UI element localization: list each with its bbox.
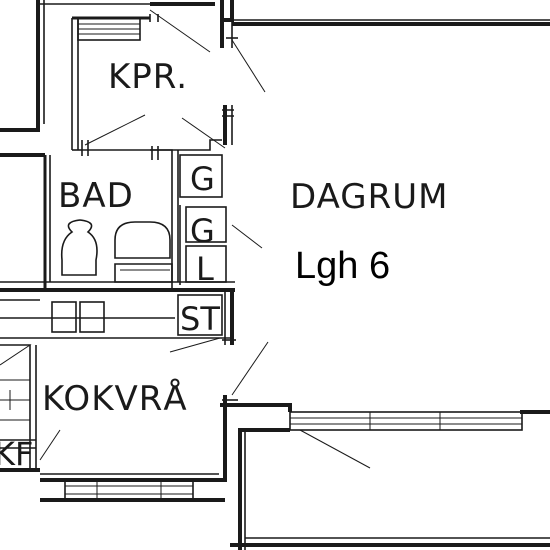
room-label-bathroom: BAD <box>58 176 134 216</box>
window-balcony <box>289 411 523 431</box>
room-label-kitchenette: KOKVRÅ <box>42 378 188 419</box>
room-label-living-room: DAGRUM <box>290 177 448 217</box>
wardrobe-boxes <box>177 154 227 336</box>
window-bottom-kitchen <box>64 479 194 501</box>
sink-icon <box>114 221 173 283</box>
kitchen-counter <box>0 301 175 421</box>
window-top-closet <box>77 17 141 41</box>
apartment-label: Lgh 6 <box>295 245 390 287</box>
fixture-label-storage: ST <box>180 300 220 338</box>
fixture-label-fridge: KF <box>0 435 33 473</box>
door-swings <box>39 9 371 469</box>
fixture-label-linen: L <box>196 250 214 288</box>
room-label-closet: KPR. <box>108 57 188 97</box>
fixture-label-wardrobe-2: G <box>190 212 215 250</box>
window-left <box>0 439 36 449</box>
toilet-icon <box>60 219 98 276</box>
fixture-label-wardrobe-1: G <box>190 160 215 198</box>
wall-ticks <box>81 14 238 401</box>
